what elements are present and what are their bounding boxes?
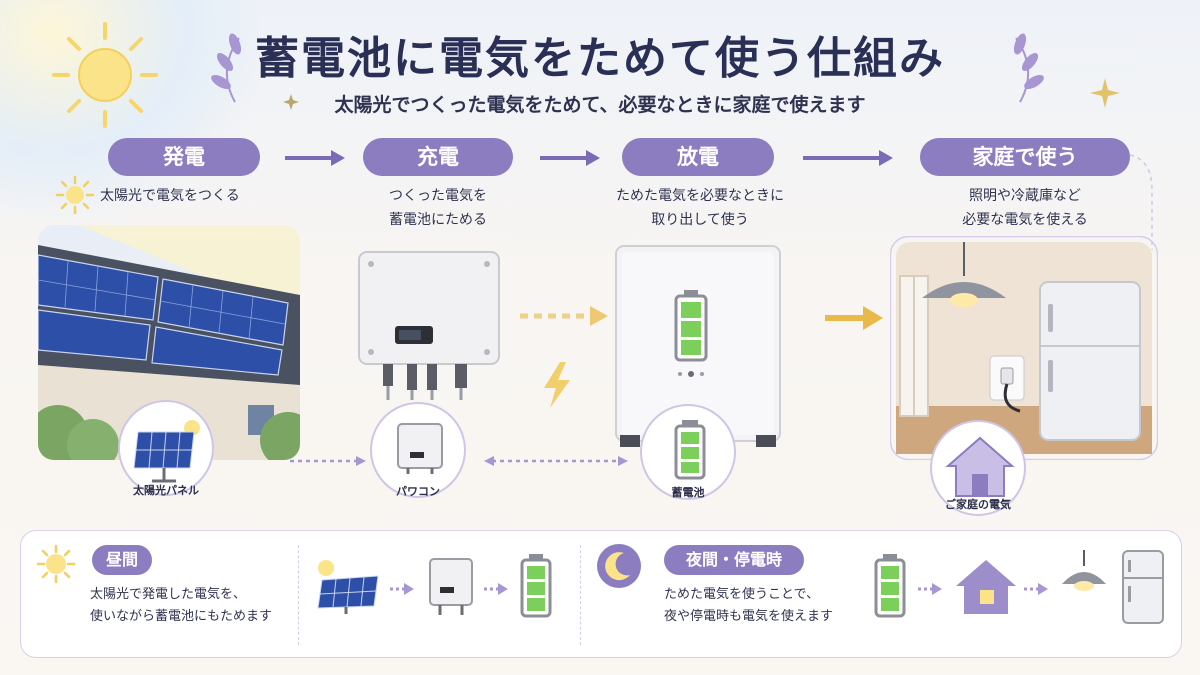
step-desc-generation: 太陽光で電気をつくる xyxy=(100,188,240,204)
arrow-right-icon xyxy=(1024,583,1048,595)
step-pill-discharge: 放電 xyxy=(622,138,774,176)
night-pill: 夜間・停電時 xyxy=(664,545,804,575)
laurel-right-icon xyxy=(1013,33,1044,103)
step-pill-generation: 発電 xyxy=(108,138,260,176)
night-desc: ためた電気を使うことで、夜や停電時も電気を使えます xyxy=(664,587,834,624)
refrigerator-icon xyxy=(1122,550,1164,624)
sky-background xyxy=(0,0,260,220)
power-conditioner-icon xyxy=(429,558,473,615)
power-conditioner-circle xyxy=(370,402,466,498)
daytime-pill: 昼間 xyxy=(92,545,152,575)
step-desc-home-use: 照明や冷蔵庫など必要な電気を使える xyxy=(962,188,1088,228)
battery-circle xyxy=(640,404,736,500)
page-subtitle: 太陽光でつくった電気をためて、必要なときに家庭で使えます xyxy=(334,94,866,116)
arrow-right-icon xyxy=(918,583,942,595)
dotted-arrow-both xyxy=(484,456,628,466)
energy-flow-dashed-arrow xyxy=(520,306,608,326)
moon-icon xyxy=(597,544,641,588)
step-desc-discharge: ためた電気を必要なときに取り出して使う xyxy=(616,188,784,228)
house-icon xyxy=(945,436,1015,497)
solar-panel-label: 太陽光パネル xyxy=(133,484,199,497)
house-solar-illustration xyxy=(38,225,300,460)
daytime-desc: 太陽光で発電した電気を、使いながら蓄電池にもためます xyxy=(90,587,273,624)
laurel-left-icon xyxy=(211,33,242,103)
energy-flow-arrow xyxy=(825,306,883,330)
small-sun-icon xyxy=(55,175,95,215)
battery-label: 蓄電池 xyxy=(671,486,705,499)
lightning-icon xyxy=(544,362,570,408)
arrow-right-icon xyxy=(390,583,414,595)
sparkle-icon xyxy=(1090,78,1120,108)
arrow-right-icon xyxy=(540,150,600,166)
dotted-arrow-right xyxy=(290,456,366,466)
arrow-right-icon xyxy=(803,150,893,166)
power-conditioner-illustration xyxy=(358,251,500,400)
arrow-right-icon xyxy=(285,150,345,166)
battery-icon xyxy=(674,420,706,480)
storage-battery-illustration xyxy=(615,245,781,447)
power-conditioner-icon xyxy=(397,423,443,474)
arrow-right-icon xyxy=(484,583,508,595)
house-icon xyxy=(956,560,1016,614)
solar-panel-icon xyxy=(317,560,379,614)
divider xyxy=(580,545,581,645)
home-label: ご家庭の電気 xyxy=(945,498,1011,511)
ceiling-lamp-icon xyxy=(1062,550,1106,591)
sun-icon xyxy=(52,22,158,128)
home-circle xyxy=(930,420,1026,516)
power-conditioner-label: パワコン xyxy=(396,485,440,498)
page-title: 蓄電池に電気をためて使う仕組み xyxy=(255,33,945,84)
solar-panel-icon xyxy=(133,420,200,483)
divider xyxy=(298,545,299,645)
step-pill-home-use: 家庭で使う xyxy=(920,138,1130,176)
sun-icon xyxy=(36,544,76,584)
battery-icon xyxy=(874,554,906,618)
step-pill-charge: 充電 xyxy=(363,138,513,176)
step-desc-charge: つくった電気を蓄電池にためる xyxy=(389,188,487,228)
solar-panel-circle xyxy=(118,400,214,496)
battery-icon xyxy=(520,554,552,618)
sparkle-small-icon xyxy=(283,94,299,110)
